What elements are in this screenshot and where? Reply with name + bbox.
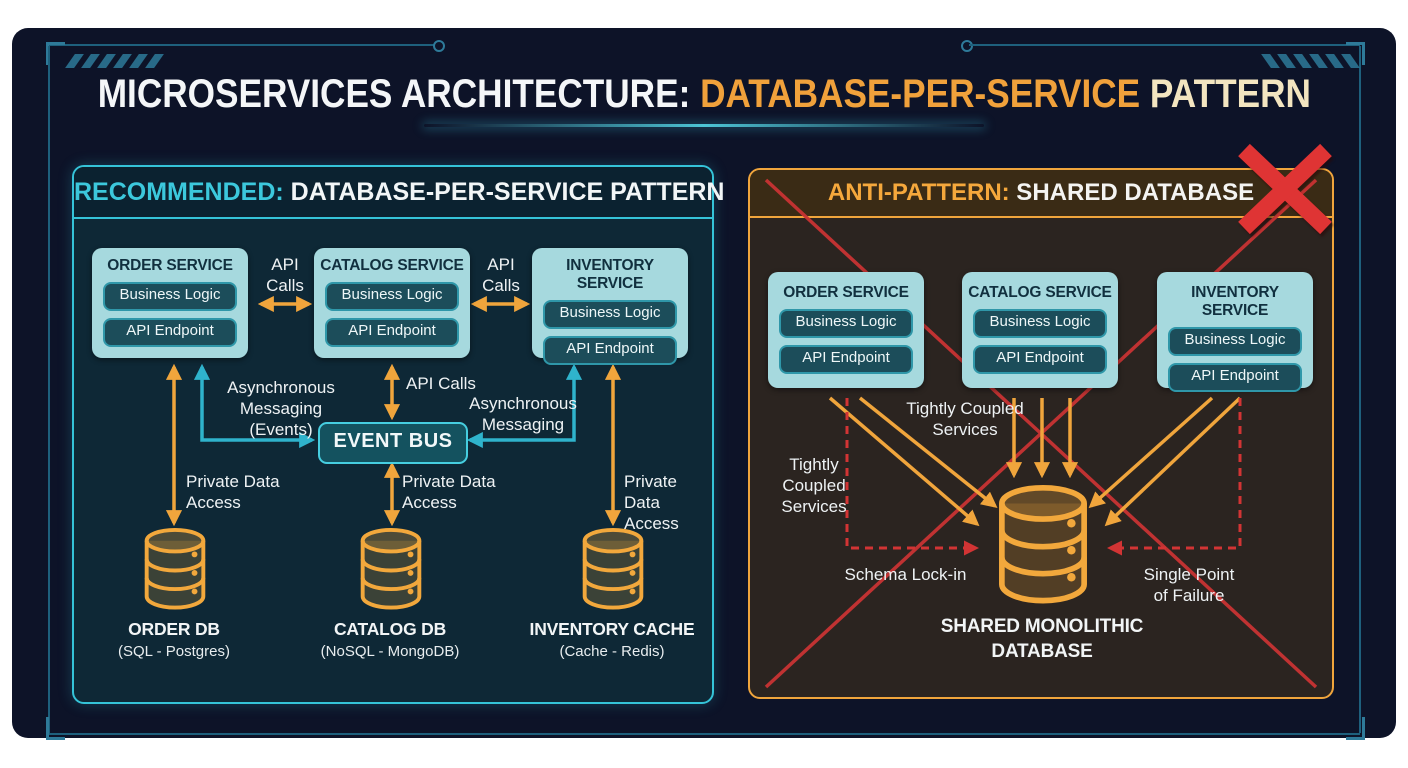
database-cylinder-icon (582, 528, 644, 610)
component-pill: Business Logic (779, 309, 913, 338)
service-box-inventory: INVENTORY SERVICE Business Logic API End… (1157, 272, 1313, 392)
page-title: MICROSERVICES ARCHITECTURE: DATABASE-PER… (12, 72, 1396, 117)
service-title: ORDER SERVICE (107, 257, 233, 274)
service-box-inventory: INVENTORY SERVICE Business Logic API End… (532, 248, 688, 365)
component-pill: Business Logic (103, 282, 237, 311)
dark-canvas: MICROSERVICES ARCHITECTURE: DATABASE-PER… (12, 28, 1396, 740)
right-panel-arrows (764, 178, 1318, 689)
frame-line-right (1359, 46, 1361, 733)
hazard-stripes-icon (65, 54, 164, 68)
header-rest: DATABASE-PER-SERVICE PATTERN (283, 178, 725, 206)
api-calls-bus-label: API Calls (406, 374, 476, 393)
service-title: ORDER SERVICE (783, 284, 909, 301)
database-cylinder-icon (999, 485, 1087, 604)
service-box-order: ORDER SERVICE Business Logic API Endpoin… (92, 248, 248, 358)
component-pill: API Endpoint (779, 345, 913, 374)
frame-line-top-left (48, 44, 437, 46)
component-pill: API Endpoint (973, 345, 1107, 374)
schema-lockin-label: Schema Lock-in (844, 565, 967, 584)
corner-bracket-icon (1346, 42, 1365, 65)
database-cylinder-icon (144, 528, 206, 610)
recommended-panel-header: RECOMMENDED: DATABASE-PER-SERVICE PATTER… (74, 167, 725, 219)
title-divider-glow (424, 124, 984, 127)
service-title: INVENTORY SERVICE (1191, 284, 1279, 319)
component-pill: API Endpoint (543, 336, 677, 365)
component-pill: API Endpoint (1168, 363, 1302, 392)
frame-line-left (48, 46, 50, 733)
anti-pattern-panel: ANTI-PATTERN: SHARED DATABASE (748, 143, 1334, 699)
component-pill: Business Logic (973, 309, 1107, 338)
corner-bracket-icon (46, 42, 65, 65)
frame-line-top-right (969, 44, 1360, 46)
service-title: INVENTORY SERVICE (566, 257, 654, 292)
service-title: CATALOG SERVICE (320, 257, 464, 274)
service-box-catalog: CATALOG SERVICE Business Logic API Endpo… (314, 248, 470, 358)
left-panel-arrows (165, 295, 622, 527)
red-x-icon (1238, 143, 1332, 235)
circle-node-icon (433, 40, 445, 52)
title-prefix: MICROSERVICES ARCHITECTURE: (97, 72, 700, 116)
title-suffix: PATTERN (1149, 72, 1311, 116)
component-pill: Business Logic (1168, 327, 1302, 356)
title-highlight: DATABASE-PER-SERVICE (699, 72, 1150, 116)
component-pill: API Endpoint (325, 318, 459, 347)
component-pill: API Endpoint (103, 318, 237, 347)
corner-bracket-icon (1346, 717, 1365, 740)
db-label-inventory: INVENTORY CACHE (Cache - Redis) (529, 619, 695, 660)
header-highlight: ANTI-PATTERN: (827, 179, 1010, 206)
service-box-order: ORDER SERVICE Business Logic API Endpoin… (768, 272, 924, 388)
database-cylinder-icon (360, 528, 422, 610)
component-pill: Business Logic (543, 300, 677, 329)
circle-node-icon (961, 40, 973, 52)
event-bus-box: EVENT BUS (318, 422, 468, 464)
anti-pattern-panel-header: ANTI-PATTERN: SHARED DATABASE (750, 170, 1332, 218)
corner-bracket-icon (46, 717, 65, 740)
frame-line-bottom (48, 733, 1360, 735)
db-label-catalog: CATALOG DB (NoSQL - MongoDB) (320, 619, 460, 660)
service-title: CATALOG SERVICE (968, 284, 1112, 301)
component-pill: Business Logic (325, 282, 459, 311)
hazard-stripes-icon (1261, 54, 1360, 68)
recommended-panel: RECOMMENDED: DATABASE-PER-SERVICE PATTER… (72, 165, 725, 704)
db-label-order: ORDER DB (SQL - Postgres) (118, 619, 230, 660)
header-rest: SHARED DATABASE (1009, 179, 1255, 206)
service-box-catalog: CATALOG SERVICE Business Logic API Endpo… (962, 272, 1118, 388)
header-highlight: RECOMMENDED: (74, 178, 284, 206)
